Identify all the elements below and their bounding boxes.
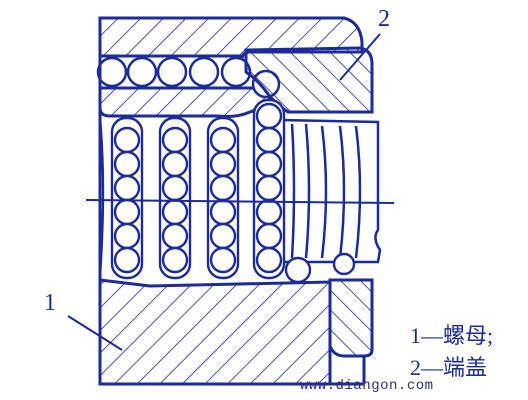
screw-shaft (279, 118, 382, 264)
leader-line-1 (67, 315, 123, 351)
nut-lower-body (98, 278, 332, 386)
nut-number-label: 1 (44, 290, 56, 316)
leader-line-2 (339, 33, 381, 81)
end-cap-number-label: 2 (378, 6, 390, 32)
legend-item-end-cap: 2—端盖 (410, 355, 488, 380)
end-cap-lower (328, 278, 374, 386)
legend-item-nut: 1—螺母; (410, 323, 494, 348)
watermark-text: www.diangon.com (300, 378, 434, 394)
ball-coils (98, 98, 356, 284)
center-line (85, 199, 395, 204)
